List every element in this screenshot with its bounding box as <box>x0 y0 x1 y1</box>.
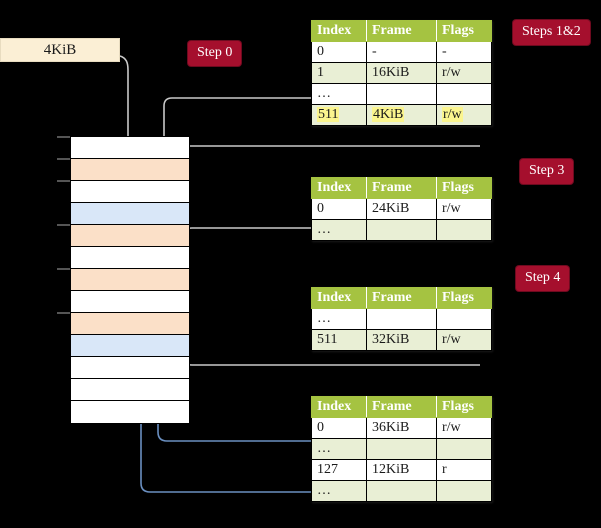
table-header-flags: Flags <box>436 287 492 309</box>
source-frame-box: 4KiB <box>0 38 120 62</box>
cell-frame <box>366 480 437 502</box>
memory-row <box>71 313 189 335</box>
memory-row <box>71 181 189 203</box>
memory-row <box>71 401 189 423</box>
cell-index: 0 <box>311 41 367 63</box>
physical-memory-column <box>70 136 190 424</box>
table-row: … <box>311 83 492 105</box>
table-row: … <box>311 219 492 241</box>
cell-frame: 32KiB <box>366 329 437 351</box>
table-row: … <box>311 438 492 460</box>
cell-frame: 16KiB <box>366 62 437 84</box>
badge-step-4: Step 4 <box>516 266 570 291</box>
memory-row <box>71 269 189 291</box>
memory-tick <box>57 224 70 226</box>
cell-flags: - <box>436 41 492 63</box>
cell-frame <box>366 83 437 105</box>
source-frame-label: 4KiB <box>43 41 77 58</box>
table-row: … <box>311 480 492 502</box>
cell-index: … <box>311 308 367 330</box>
cell-flags: r <box>436 459 492 481</box>
cell-flags <box>436 438 492 460</box>
cell-frame <box>366 308 437 330</box>
cell-index: 511 <box>311 104 367 126</box>
wire-table1-row511-to-memory <box>176 145 480 164</box>
memory-tick <box>57 268 70 270</box>
cell-index: 0 <box>311 417 367 439</box>
table-header-index: Index <box>311 396 367 418</box>
cell-frame: 12KiB <box>366 459 437 481</box>
badge-steps-1-and-2: Steps 1&2 <box>513 20 590 45</box>
table-header-frame: Frame <box>366 177 437 199</box>
table-header-flags: Flags <box>436 396 492 418</box>
memory-row <box>71 379 189 401</box>
badge-step-0: Step 0 <box>188 41 242 66</box>
cell-frame: 36KiB <box>366 417 437 439</box>
memory-row <box>71 335 189 357</box>
cell-frame <box>366 438 437 460</box>
cell-index: 0 <box>311 198 367 220</box>
cell-flags: r/w <box>436 198 492 220</box>
table-header-frame: Frame <box>366 396 437 418</box>
table-header-index: Index <box>311 20 367 42</box>
cell-flags <box>436 480 492 502</box>
cell-index: … <box>311 219 367 241</box>
cell-index: … <box>311 480 367 502</box>
memory-tick <box>57 180 70 182</box>
table-header-index: Index <box>311 177 367 199</box>
table-header-flags: Flags <box>436 20 492 42</box>
memory-row <box>71 203 189 225</box>
memory-tick <box>57 158 70 160</box>
cell-index: 1 <box>311 62 367 84</box>
cell-frame: 24KiB <box>366 198 437 220</box>
cell-flags <box>436 219 492 241</box>
memory-row <box>71 291 189 313</box>
cell-frame: 4KiB <box>366 104 437 126</box>
table-header-frame: Frame <box>366 20 437 42</box>
cell-index: 127 <box>311 459 367 481</box>
cell-flags <box>436 308 492 330</box>
cell-flags: r/w <box>436 62 492 84</box>
cell-index: … <box>311 83 367 105</box>
cell-index: 511 <box>311 329 367 351</box>
memory-row <box>71 225 189 247</box>
memory-tick <box>57 136 70 138</box>
memory-tick <box>57 312 70 314</box>
cell-flags: r/w <box>436 104 492 126</box>
memory-row <box>71 247 189 269</box>
table-header-index: Index <box>311 287 367 309</box>
cell-flags: r/w <box>436 329 492 351</box>
memory-row <box>71 137 189 159</box>
cell-frame <box>366 219 437 241</box>
table-row: … <box>311 308 492 330</box>
cell-flags <box>436 83 492 105</box>
cell-flags: r/w <box>436 417 492 439</box>
table-header-frame: Frame <box>366 287 437 309</box>
table-header-flags: Flags <box>436 177 492 199</box>
badge-step-3: Step 3 <box>520 159 574 184</box>
cell-index: … <box>311 438 367 460</box>
cell-frame: - <box>366 41 437 63</box>
memory-row <box>71 357 189 379</box>
table-row: 0-- <box>311 41 492 63</box>
memory-row <box>71 159 189 181</box>
